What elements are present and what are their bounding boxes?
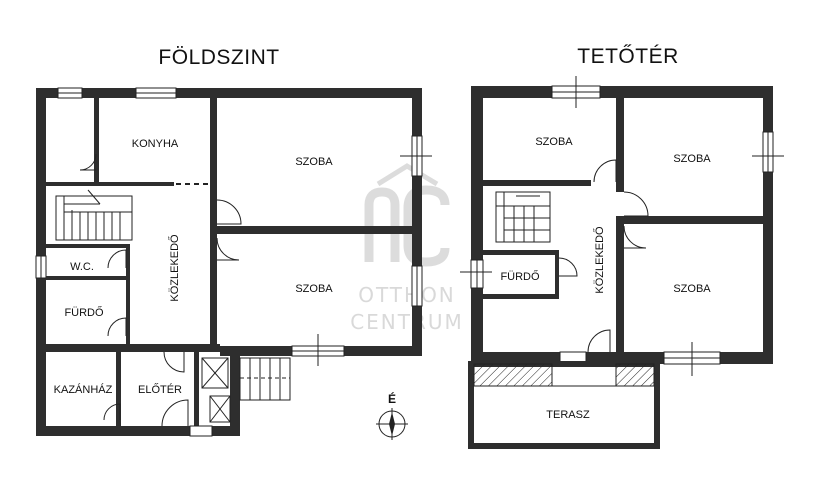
attic-stairs: [495, 191, 551, 243]
window: [189, 425, 213, 437]
room-szoba-bottom-label: SZOBA: [295, 283, 333, 295]
ground-floor-plan: KONYHA SZOBA SZOBA KÖZLEKEDŐ W.C. FÜRDŐ …: [35, 87, 432, 437]
ground-wall-interior: [217, 226, 412, 234]
ground-wall-interior: [194, 352, 199, 426]
attic-wall-interior: [616, 216, 624, 352]
ground-wall-south: [36, 426, 240, 436]
attic-room-furdo-label: FÜRDŐ: [500, 269, 540, 283]
ground-wall-interior: [210, 98, 217, 344]
entry-stairs: [239, 357, 291, 401]
attic-room-kozlekedo-label: KÖZLEKEDŐ: [592, 226, 606, 294]
ground-wall-interior: [94, 98, 99, 184]
terrace-hatch: [473, 363, 553, 387]
attic-wall-interior: [555, 255, 559, 295]
attic-floor-plan: SZOBA SZOBA SZOBA KÖZLEKEDŐ FÜRDŐ TERASZ: [460, 76, 784, 449]
terrace-outline: [468, 361, 660, 449]
attic-wall-east: [763, 86, 773, 364]
attic-wall-interior: [483, 294, 559, 299]
room-szoba-top-label: SZOBA: [295, 156, 333, 168]
ground-wall-interior: [46, 182, 174, 186]
watermark-logo-icon: [364, 163, 450, 267]
watermark: OTTHON CENTRUM: [350, 163, 464, 334]
attic-room-szoba-right-top-label: SZOBA: [673, 153, 711, 165]
ground-wall-interior: [116, 352, 121, 426]
ground-wall-east-entry: [230, 346, 240, 436]
ground-wall-east: [412, 88, 422, 356]
ground-wall-interior: [46, 344, 220, 352]
room-eloter-label: ELŐTÉR: [138, 382, 182, 396]
attic-room-szoba-right-bottom-label: SZOBA: [673, 283, 711, 295]
attic-wall-interior: [483, 250, 559, 255]
attic-room-szoba-left-label: SZOBA: [535, 136, 573, 148]
ground-wall-interior: [46, 244, 130, 248]
north-compass-icon: É: [376, 391, 408, 440]
attic-wall-interior: [616, 98, 624, 192]
room-kazanhaz-label: KAZÁNHÁZ: [54, 383, 113, 396]
ground-floor-title: FÖLDSZINT: [158, 46, 279, 69]
room-wc-label: W.C.: [70, 261, 94, 273]
ground-wall-interior: [46, 276, 130, 280]
ground-wall-interior: [126, 244, 130, 344]
watermark-line1: OTTHON: [358, 283, 456, 307]
watermark-line2: CENTRUM: [350, 310, 464, 334]
attic-floor-title: TETŐTÉR: [577, 45, 679, 68]
ground-wall-north: [36, 88, 422, 98]
attic-room-terasz-label: TERASZ: [546, 409, 590, 421]
attic-wall-north: [471, 86, 773, 98]
ground-stairs: [55, 189, 133, 241]
attic-wall-west: [471, 86, 483, 364]
compass-letter: É: [388, 391, 396, 406]
attic-wall-interior: [483, 180, 591, 186]
room-konyha-label: KONYHA: [132, 138, 179, 150]
attic-wall-interior: [624, 216, 763, 224]
terrace-hatch: [615, 363, 655, 387]
room-furdo-label: FÜRDŐ: [64, 305, 104, 319]
room-kozlekedo-label: KÖZLEKEDŐ: [167, 234, 181, 302]
